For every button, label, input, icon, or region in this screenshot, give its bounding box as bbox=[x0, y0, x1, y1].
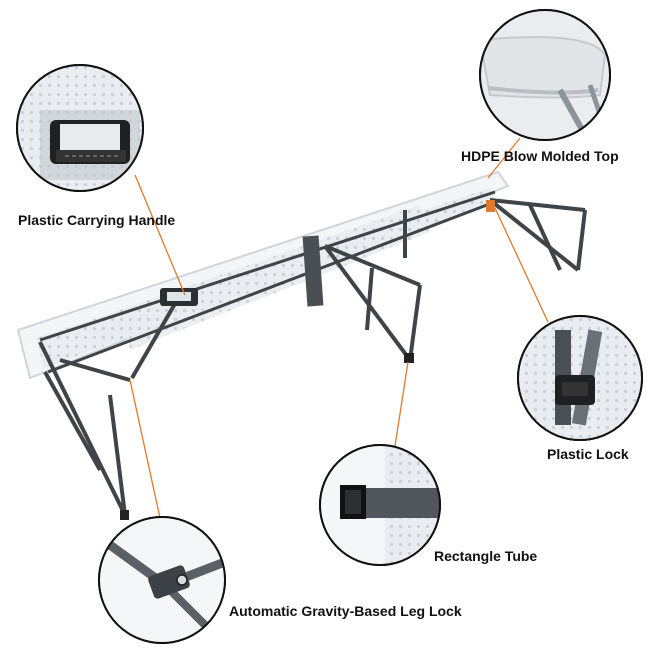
folding-table bbox=[16, 170, 587, 520]
callout-plastic-lock bbox=[517, 315, 643, 441]
label-leg-lock: Automatic Gravity-Based Leg Lock bbox=[229, 603, 462, 619]
label-rectangle-tube: Rectangle Tube bbox=[434, 548, 538, 564]
callout-leg-lock bbox=[98, 516, 226, 644]
lock-clip bbox=[486, 200, 495, 212]
plastic-lock-icon bbox=[555, 329, 603, 426]
leg-lock-icon bbox=[107, 541, 225, 633]
callout-table-top bbox=[479, 9, 611, 141]
carrying-handle-icon bbox=[50, 120, 130, 164]
callout-carrying-handle bbox=[16, 64, 144, 192]
callout-rectangle-tube bbox=[319, 444, 441, 566]
label-table-top: HDPE Blow Molded Top bbox=[461, 148, 619, 164]
label-carrying-handle: Plastic Carrying Handle bbox=[18, 212, 176, 228]
leader-lines bbox=[129, 137, 549, 519]
left-leg bbox=[38, 293, 182, 516]
tube-end-mid bbox=[404, 353, 414, 363]
right-leg bbox=[488, 198, 587, 272]
rectangle-tube-icon bbox=[340, 485, 440, 519]
label-plastic-lock: Plastic Lock bbox=[547, 446, 629, 462]
tube-end-left bbox=[120, 510, 129, 520]
table-handle bbox=[160, 288, 198, 306]
center-hinge bbox=[302, 235, 324, 307]
middle-leg bbox=[323, 210, 422, 362]
